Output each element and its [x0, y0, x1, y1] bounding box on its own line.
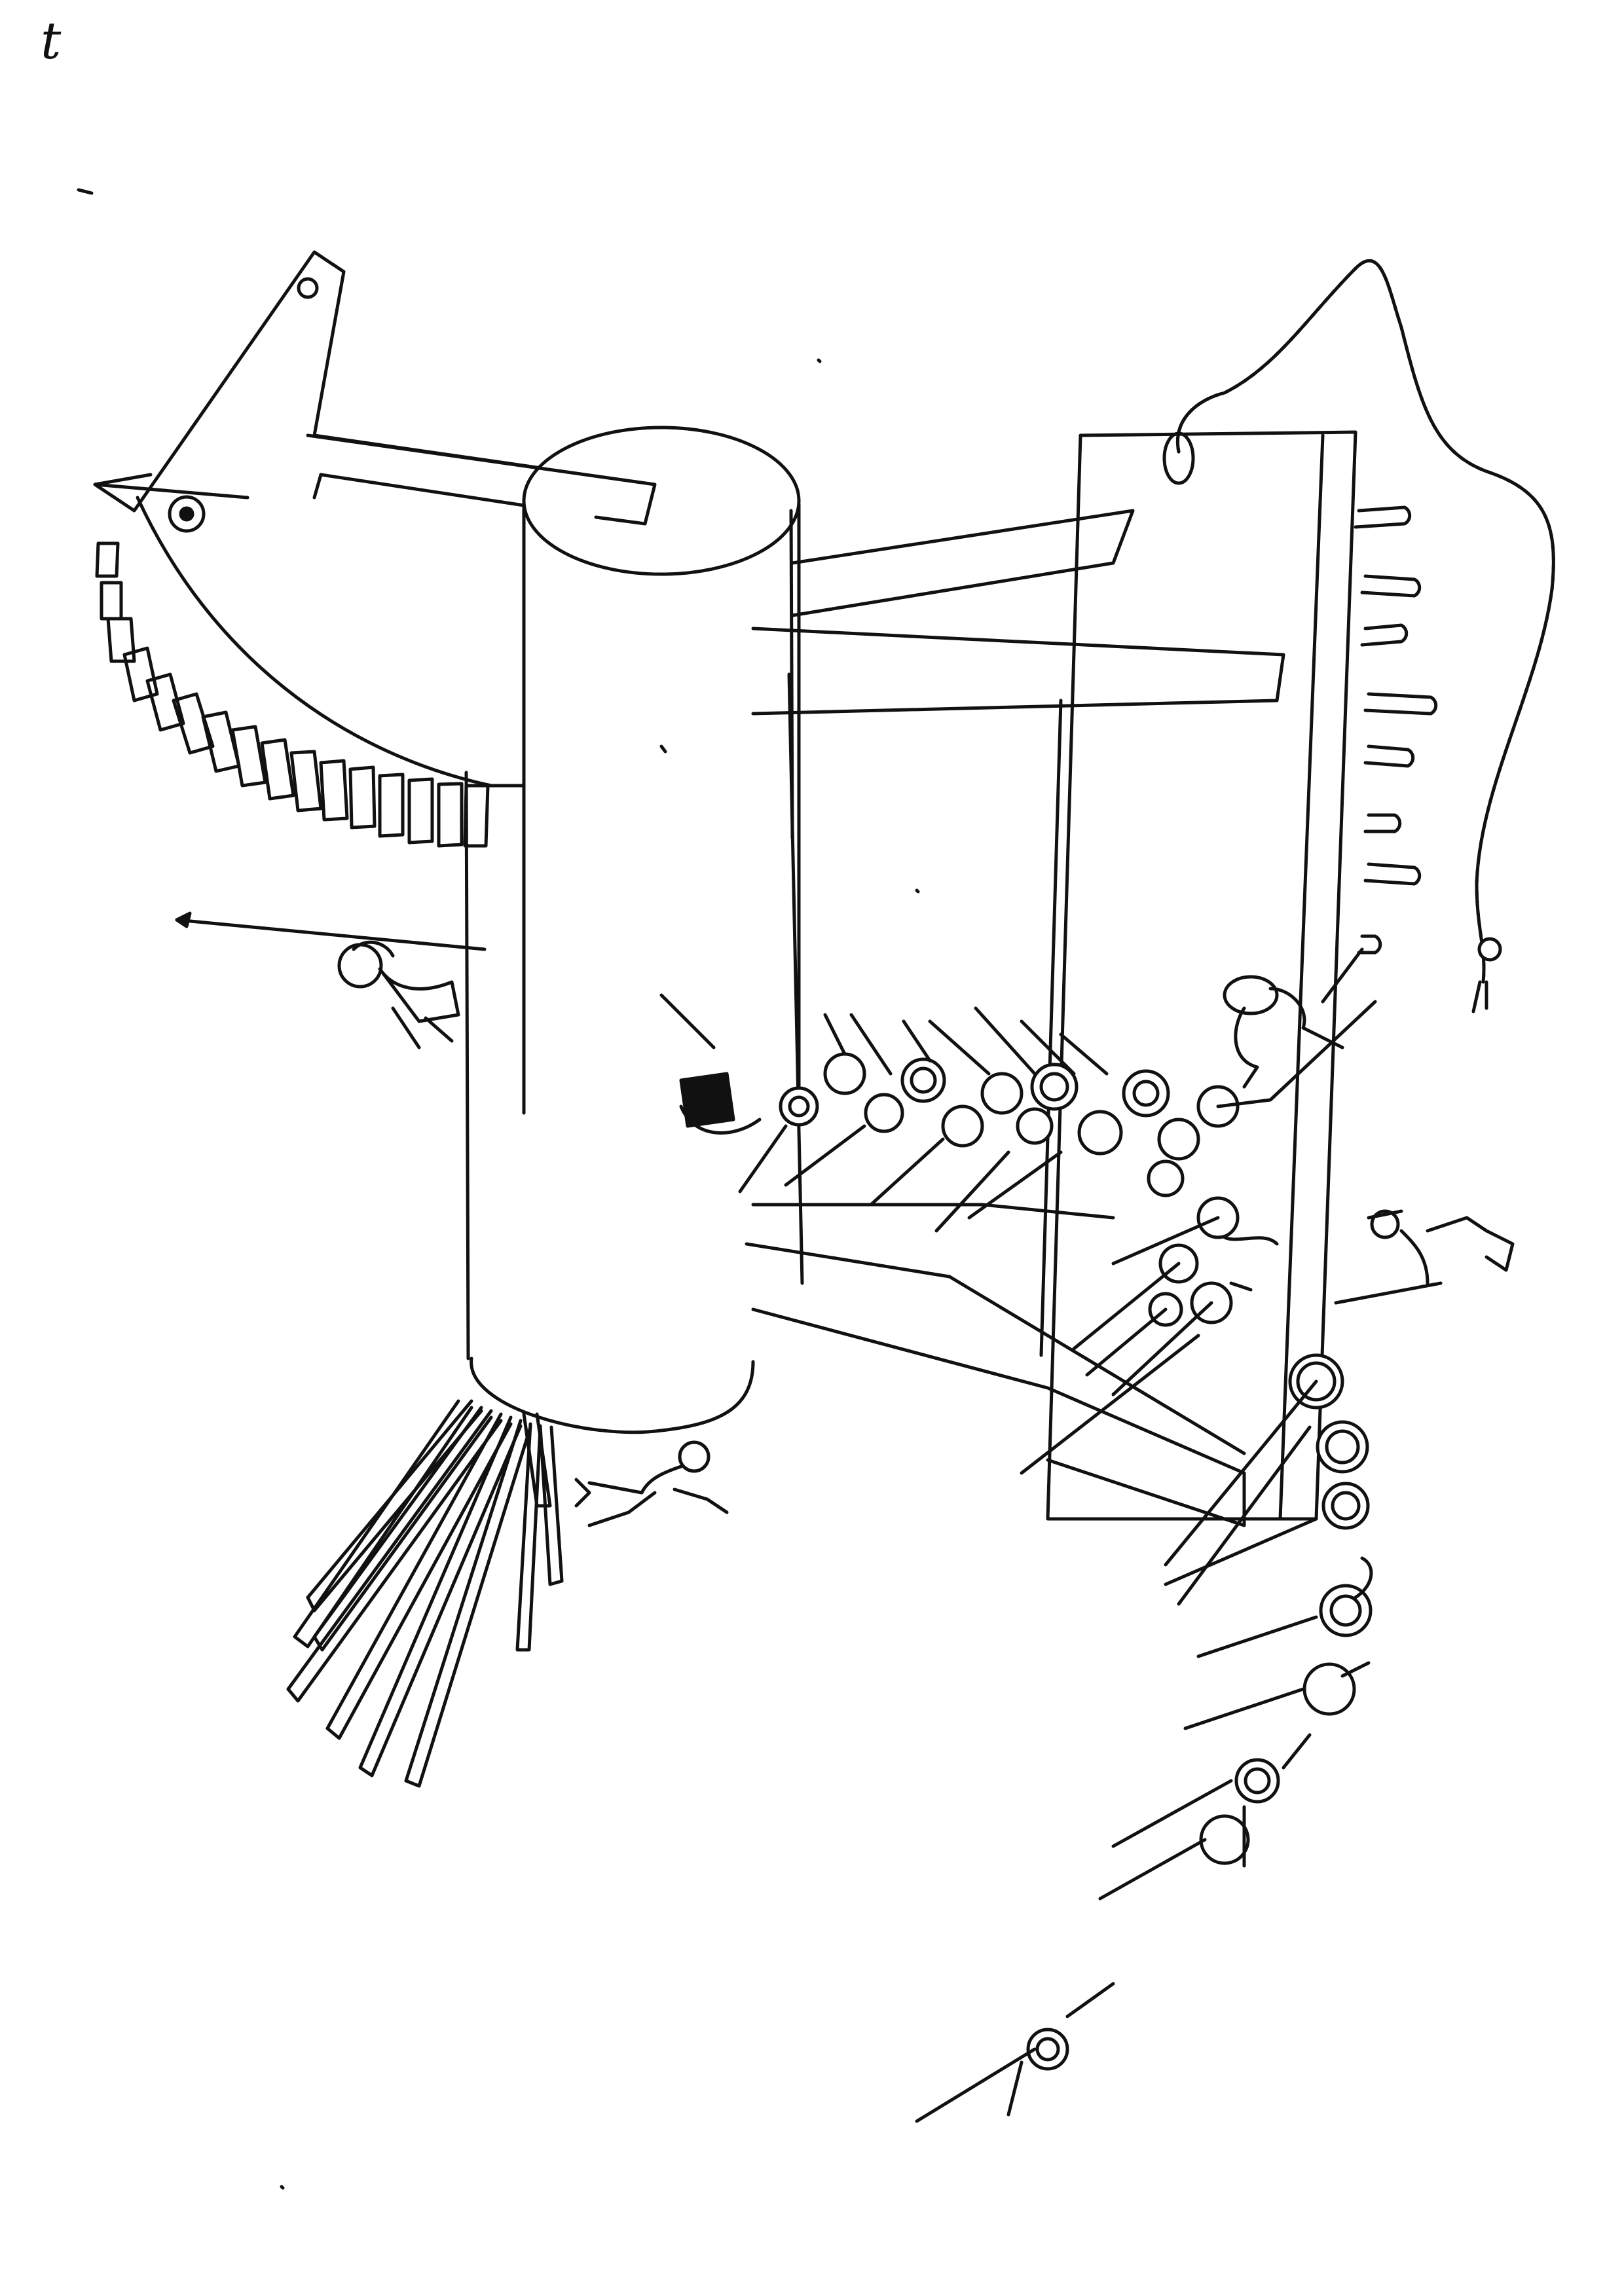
rope — [1162, 259, 1555, 1013]
shield-soldiers-cluster — [1020, 1159, 1279, 1475]
cylinder-tower — [306, 426, 801, 1434]
pole-bundle — [286, 1399, 564, 1788]
bird-head-crane — [93, 250, 657, 848]
shield-soldiers-row — [659, 993, 1377, 1233]
connecting-beams — [745, 509, 1285, 1527]
spearman-left — [175, 911, 487, 1049]
soldier-running — [574, 1440, 729, 1527]
soldier-far-right — [1334, 1209, 1515, 1305]
siege-frame — [787, 430, 1438, 1521]
shield-column — [915, 1353, 1373, 2123]
soldier-climbing-right — [1223, 947, 1364, 1089]
page-letter-label: t — [41, 12, 62, 71]
paper-specks — [77, 188, 920, 2190]
